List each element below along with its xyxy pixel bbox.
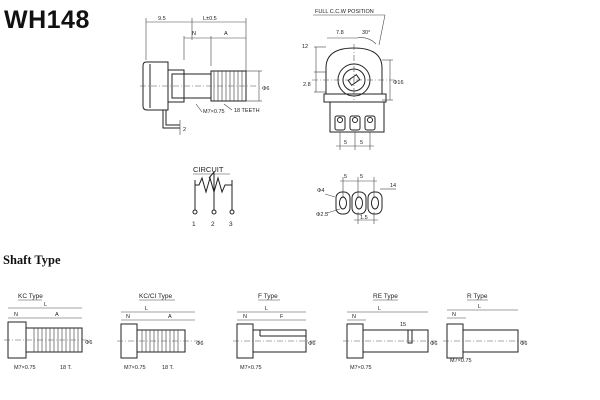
shaft-r-dim-n: N bbox=[452, 312, 456, 318]
shaft-f: F Type L N F Φ6 M7×0.75 bbox=[233, 293, 316, 371]
shaft-kcci-dim-n: N bbox=[126, 314, 130, 320]
shaft-kc-dim-n: N bbox=[14, 312, 18, 318]
shaft-re-dim-15: 15 bbox=[400, 322, 406, 328]
shaft-r: R Type L N Φ6 M7×0.75 bbox=[443, 293, 528, 364]
pcb-dim-15: 1.5 bbox=[360, 215, 368, 221]
pcb-pads bbox=[335, 191, 383, 215]
dim-a: A bbox=[224, 31, 228, 37]
dim-front-dia: Φ16 bbox=[393, 80, 404, 86]
pin-1: 1 bbox=[192, 221, 196, 228]
dim-angle: 30° bbox=[362, 30, 370, 36]
pin-2: 2 bbox=[211, 221, 215, 228]
dim-7-8: 7.8 bbox=[336, 30, 344, 36]
pcb-dim-dia4: Φ4 bbox=[317, 188, 324, 194]
dim-pitch-a: 5 bbox=[344, 140, 347, 146]
front-terminal-pins bbox=[334, 115, 376, 131]
shaft-kcci-label: KC/CI Type bbox=[139, 293, 173, 300]
shaft-kc-dim-a: A bbox=[55, 312, 59, 318]
shaft-kc-label: KC Type bbox=[18, 293, 43, 300]
thread-callout: M7×0.75 bbox=[203, 109, 225, 115]
shaft-kcci-teeth: 18 T. bbox=[162, 365, 174, 371]
pcb-dim-5a: 5 bbox=[344, 174, 347, 180]
shaft-re-dim-n: N bbox=[352, 314, 356, 320]
shaft-re-dim-dia: Φ6 bbox=[430, 341, 437, 347]
shaft-type-heading: Shaft Type bbox=[3, 253, 61, 267]
shaft-f-dim-l: L bbox=[265, 306, 268, 312]
shaft-f-dim-n: N bbox=[243, 314, 247, 320]
shaft-f-thread: M7×0.75 bbox=[240, 365, 262, 371]
shaft-kcci-dim-l: L bbox=[145, 306, 148, 312]
side-view: 9.5 L±0.5 N A bbox=[140, 16, 269, 135]
pcb-layout: 5 5 14 Φ4 Φ2.5 1.5 bbox=[316, 174, 396, 224]
pcb-dim-5b: 5 bbox=[360, 174, 363, 180]
pin-3: 3 bbox=[229, 221, 233, 228]
shaft-re-label: RE Type bbox=[373, 293, 398, 300]
shaft-re: RE Type L N 15 Φ6 M7×0.75 bbox=[343, 293, 438, 371]
shaft-re-thread: M7×0.75 bbox=[350, 365, 372, 371]
dim-n: N bbox=[192, 31, 196, 37]
circuit-symbol: CIRCUIT 1 2 3 bbox=[192, 165, 235, 228]
ccw-position-label: FULL C.C.W POSITION bbox=[315, 9, 374, 15]
circuit-label: CIRCUIT bbox=[193, 165, 224, 174]
shaft-kc-ci: KC/CI Type L N A Φ6 M7×0.75 18 T. bbox=[117, 293, 205, 371]
shaft-f-label: F Type bbox=[258, 293, 278, 300]
pcb-dim-dia25: Φ2.5 bbox=[316, 212, 328, 218]
pcb-dim-14: 14 bbox=[390, 183, 396, 189]
shaft-r-dim-l: L bbox=[478, 304, 481, 310]
shaft-kcci-dim-a: A bbox=[168, 314, 172, 320]
shaft-kc-thread: M7×0.75 bbox=[14, 365, 36, 371]
shaft-kc-dim-l: L bbox=[44, 302, 47, 308]
shaft-r-thread: M7×0.75 bbox=[450, 358, 472, 364]
shaft-kc-teeth: 18 T. bbox=[60, 365, 72, 371]
dim-shaft-dia: Φ6 bbox=[262, 86, 269, 92]
dim-2-8: 2.8 bbox=[303, 82, 311, 88]
shaft-kc-dim-dia: Φ6 bbox=[85, 340, 92, 346]
model-title: WH148 bbox=[4, 6, 90, 34]
shaft-r-dim-dia: Φ6 bbox=[520, 341, 527, 347]
shaft-kc: KC Type L N A Φ6 M7×0.75 18 T. bbox=[4, 293, 92, 371]
shaft-r-label: R Type bbox=[467, 293, 488, 300]
dim-pitch-b: 5 bbox=[360, 140, 363, 146]
shaft-kcci-thread: M7×0.75 bbox=[124, 365, 146, 371]
dim-top-right: L±0.5 bbox=[203, 16, 217, 22]
dim-terminal: 2 bbox=[183, 127, 186, 133]
shaft-f-dim-f: F bbox=[280, 314, 284, 320]
dim-top-left: 9.5 bbox=[158, 16, 166, 22]
teeth-callout: 18 TEETH bbox=[234, 108, 260, 114]
shaft-f-dim-dia: Φ6 bbox=[308, 341, 315, 347]
front-view: FULL C.C.W POSITION 7.8 30° 12 2.8 bbox=[302, 9, 404, 150]
shaft-re-dim-l: L bbox=[378, 306, 381, 312]
shaft-kcci-dim-dia: Φ6 bbox=[196, 341, 203, 347]
dim-12: 12 bbox=[302, 44, 308, 50]
